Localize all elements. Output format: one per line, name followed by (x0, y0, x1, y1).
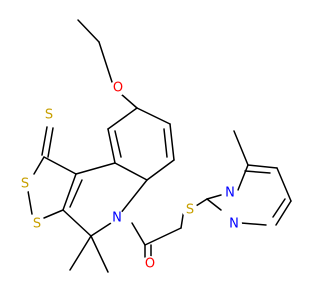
bond (240, 222, 267, 226)
bond (144, 227, 182, 246)
bond (43, 156, 77, 175)
molecule-diagram: O S S S N O S N N (17, 19, 292, 273)
bond (114, 162, 148, 181)
bond (169, 123, 175, 161)
bond (206, 194, 222, 200)
bond (41, 126, 48, 156)
bond (47, 127, 54, 158)
ring-nitrogen-label: N (112, 211, 122, 226)
thioether-sulfur-label: S (186, 203, 194, 218)
structure-svg: O S S S N O S N N (17, 19, 292, 273)
pyrimidine-nitrogen-1-label: N (225, 186, 235, 201)
bond (244, 170, 271, 174)
bond (107, 107, 138, 130)
dithiole-sulfur-2-label: S (33, 217, 41, 232)
pyrimidine-nitrogen-2-label: N (229, 217, 239, 232)
dithiole-sulfur-1-label: S (21, 177, 29, 192)
bond (27, 190, 33, 215)
bond (237, 164, 249, 191)
atom-labels: O S S S N O S N N (17, 80, 242, 272)
carbonyl-oxygen-label: O (145, 257, 155, 272)
bond (131, 222, 146, 246)
bond (43, 209, 64, 219)
bond (69, 235, 92, 271)
bond (114, 130, 122, 158)
bond (233, 130, 249, 166)
bond (62, 173, 77, 211)
bond (272, 198, 286, 218)
ether-oxygen-label: O (113, 81, 123, 96)
bond (90, 235, 109, 273)
bonds (27, 19, 292, 273)
bond (33, 156, 45, 175)
bond (247, 164, 278, 169)
bond (119, 179, 148, 215)
bond (69, 179, 83, 208)
bond (163, 128, 168, 158)
bond (77, 19, 100, 43)
bond (107, 128, 116, 164)
bond (275, 200, 292, 226)
bond (206, 198, 222, 211)
bond (98, 41, 113, 83)
bond (62, 209, 92, 237)
bond (90, 222, 112, 237)
bond (136, 107, 171, 125)
bond (75, 162, 116, 175)
bond (120, 93, 138, 109)
thione-sulfur-label: S (45, 108, 53, 123)
bond (146, 159, 175, 181)
bond (276, 167, 292, 202)
